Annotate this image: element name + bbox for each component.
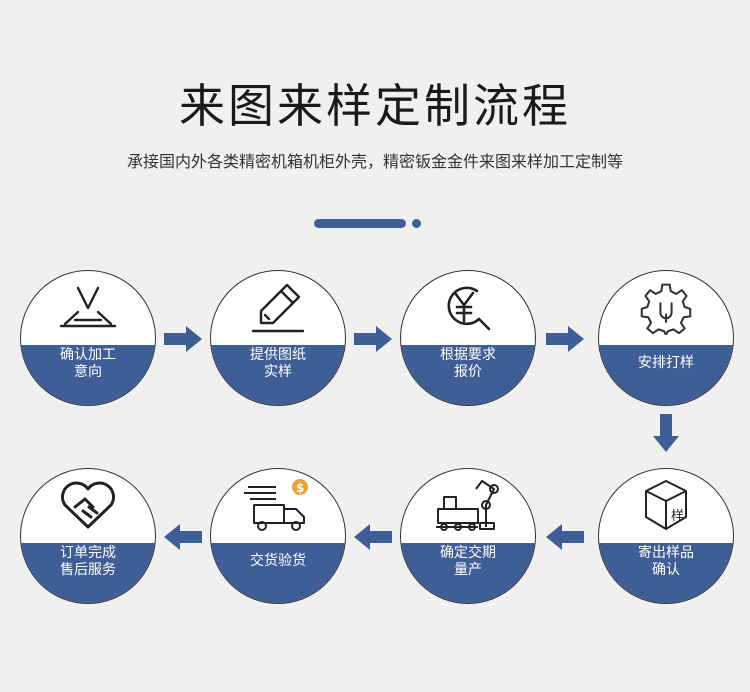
- step-label: 订单完成售后服务: [60, 545, 116, 578]
- press-brake-icon: [21, 271, 155, 343]
- divider-bar: [314, 219, 406, 228]
- step-sampling: 安排打样: [598, 270, 734, 406]
- label-band: [21, 543, 155, 603]
- step-label: 寄出样品确认: [638, 545, 694, 578]
- arrow-right-icon: [354, 326, 392, 352]
- arrow-left-icon: [164, 524, 202, 550]
- step-provide-drawings: 提供图纸实样: [210, 270, 346, 406]
- step-confirm-processing: 确认加工意向: [20, 270, 156, 406]
- label-band: [401, 345, 535, 405]
- step-label: 交货验货: [250, 553, 306, 569]
- step-label: 安排打样: [638, 355, 694, 371]
- sample-box-icon: 样: [599, 469, 733, 541]
- step-label: 确认加工意向: [60, 347, 116, 380]
- page-subtitle: 承接国内外各类精密机箱机柜外壳，精密钣金金件来图来样加工定制等: [126, 152, 623, 171]
- step-order-complete: 订单完成售后服务: [20, 468, 156, 604]
- gear-icon: [599, 271, 733, 343]
- handshake-heart-icon: [21, 469, 155, 541]
- step-label: 提供图纸实样: [250, 347, 306, 380]
- arrow-down-icon: [653, 414, 679, 452]
- pencil-icon: [211, 271, 345, 343]
- arrow-right-icon: [546, 326, 584, 352]
- label-band: [401, 543, 535, 603]
- divider-dot: [412, 219, 421, 228]
- robot-arm-icon: [401, 469, 535, 541]
- step-mass-production: 确定交期量产: [400, 468, 536, 604]
- label-band: [599, 345, 733, 405]
- arrow-left-icon: [546, 524, 584, 550]
- arrow-right-icon: [164, 326, 202, 352]
- step-send-samples: 样 寄出样品确认: [598, 468, 734, 604]
- label-band: [211, 345, 345, 405]
- arrow-left-icon: [354, 524, 392, 550]
- yuan-search-icon: [401, 271, 535, 343]
- label-band: [21, 345, 155, 405]
- delivery-truck-icon: $: [211, 469, 345, 541]
- step-label: 确定交期量产: [440, 545, 496, 578]
- step-quote: 根据要求报价: [400, 270, 536, 406]
- step-label: 根据要求报价: [440, 347, 496, 380]
- label-band: [599, 543, 733, 603]
- step-delivery: $ 交货验货: [210, 468, 346, 604]
- label-band: [211, 543, 345, 603]
- box-text: 样: [671, 509, 684, 524]
- coin-text: $: [296, 481, 304, 495]
- page-title: 来图来样定制流程: [179, 79, 571, 133]
